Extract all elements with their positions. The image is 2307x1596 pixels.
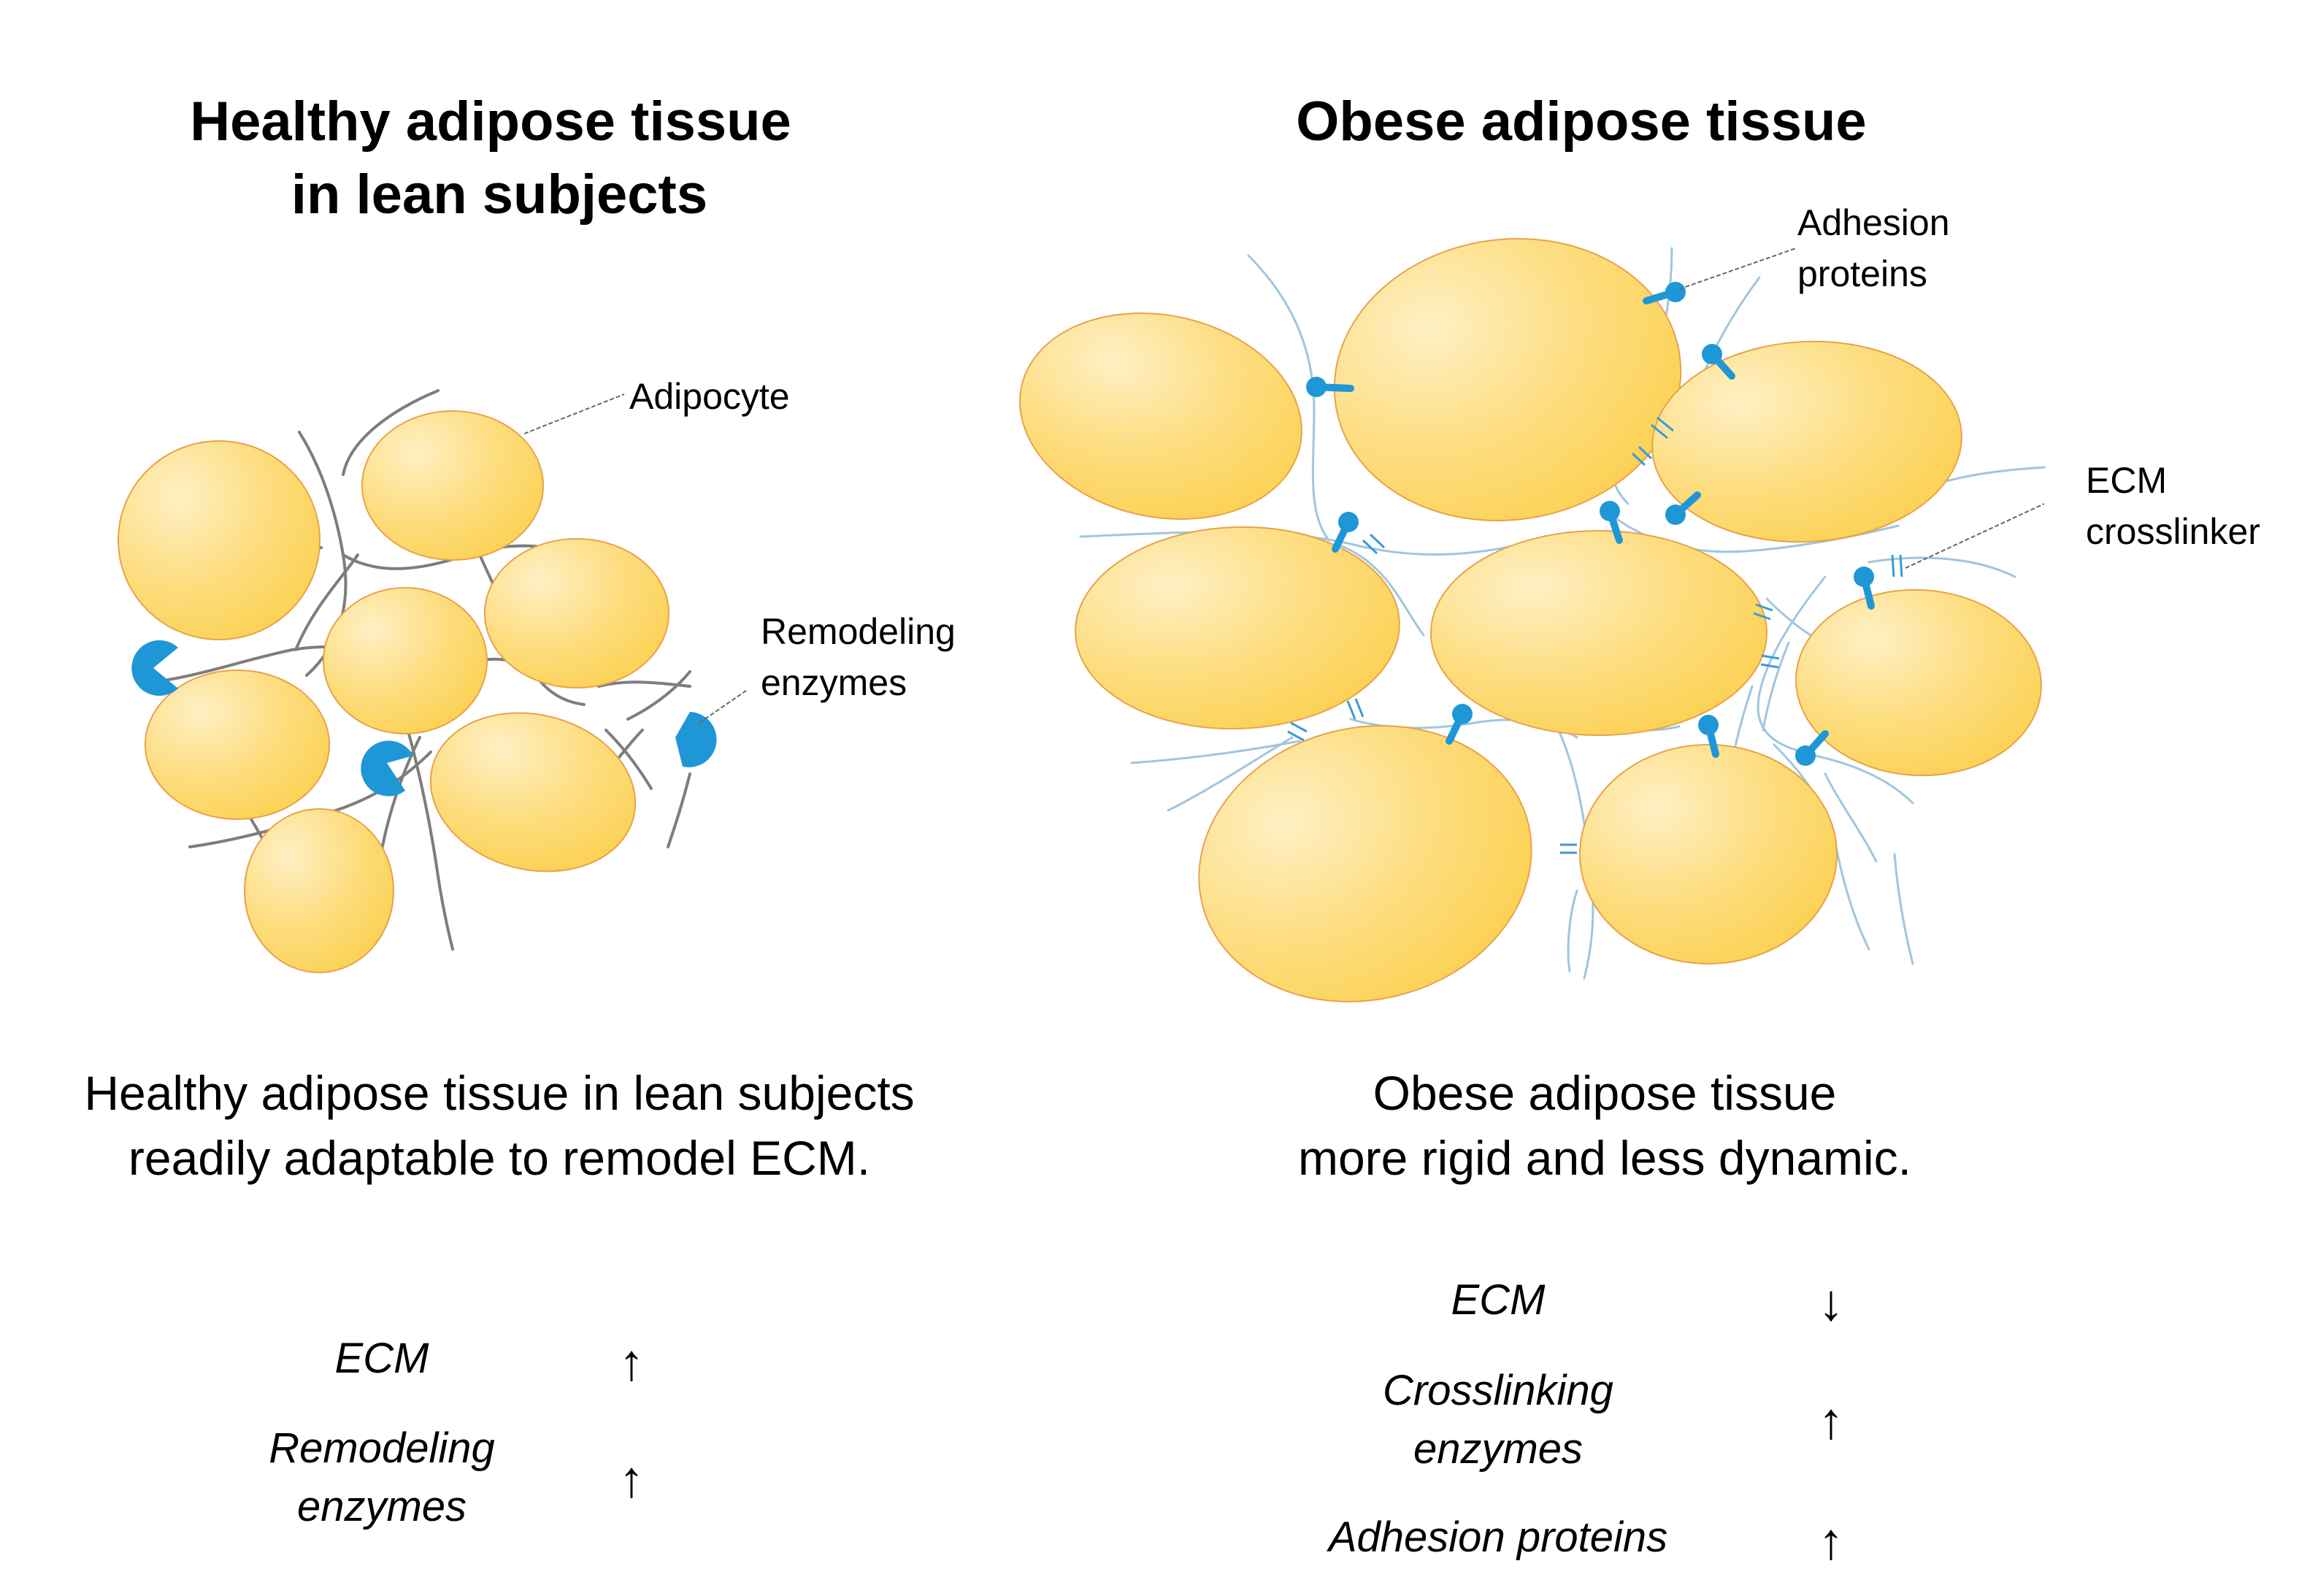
crosslinker-mark (1287, 721, 1308, 742)
left-table-remodeling-line1: Remodeling (269, 1424, 495, 1472)
crosslinker-mark (1631, 445, 1653, 467)
adipocyte-cell (118, 440, 320, 640)
left-adipocytes (118, 410, 669, 973)
enzyme-icon (361, 740, 413, 797)
right-change-table: ECM ↓ Crosslinking enzymes ↑ Adhesion pr… (1327, 1274, 1844, 1570)
adhesion-protein-mark (1854, 567, 1875, 610)
adipocyte-cell (361, 410, 544, 561)
adhesion-label-line2: proteins (1797, 253, 1927, 294)
crosslinker-label-line1: ECM (2086, 460, 2167, 501)
right-table-adhesion-label: Adhesion proteins (1327, 1513, 1667, 1561)
adhesion-label-line1: Adhesion (1797, 202, 1950, 243)
adhesion-protein-mark (1795, 730, 1829, 766)
enzyme-icon (131, 640, 178, 696)
left-panel: Healthy adipose tissue in lean subjects (84, 91, 956, 1530)
adipocyte-cell (1579, 744, 1838, 964)
adipocyte-cell (1019, 312, 1302, 520)
right-caption-line2: more rigid and less dynamic. (1298, 1131, 1911, 1185)
adhesion-protein-mark (1698, 715, 1719, 758)
left-table-remodeling-arrow: ↑ (619, 1451, 645, 1508)
left-table-ecm-label: ECM (335, 1335, 430, 1382)
right-title: Obese adipose tissue (1296, 91, 1866, 153)
right-caption-line1: Obese adipose tissue (1373, 1066, 1837, 1120)
adhesion-proteins (1306, 282, 1875, 766)
enzyme-icon (675, 712, 717, 767)
crosslinker-mark (1891, 554, 1903, 578)
right-panel: Obese adipose tissue (1019, 91, 2260, 1570)
adipocyte-cell (323, 587, 488, 734)
crosslinker-mark (1760, 654, 1780, 669)
left-leader-lines (523, 394, 747, 724)
left-table-remodeling-line2: enzymes (297, 1483, 467, 1530)
remodeling-enzymes (131, 640, 717, 797)
right-table-crosslinking-arrow: ↑ (1819, 1392, 1844, 1449)
right-table-ecm-arrow: ↓ (1819, 1274, 1844, 1331)
remodeling-label-line2: enzymes (761, 662, 907, 703)
adhesion-protein-mark (1600, 501, 1623, 544)
right-table-ecm-label: ECM (1451, 1276, 1546, 1324)
adipocyte-label: Adipocyte (629, 376, 790, 417)
remodeling-label-line1: Remodeling (761, 611, 956, 652)
adipocyte-cell (1198, 725, 1532, 1002)
adhesion-protein-mark (1332, 512, 1359, 553)
adipocyte-cell (429, 712, 637, 872)
adhesion-protein-mark (1665, 491, 1701, 525)
adipocyte-cell (1430, 530, 1767, 736)
adipocyte-cell (1333, 238, 1682, 521)
right-table-crosslinking-line1: Crosslinking (1383, 1367, 1613, 1414)
left-change-table: ECM ↑ Remodeling enzymes ↑ (269, 1334, 644, 1530)
left-title-line1: Healthy adipose tissue (190, 91, 791, 153)
ecm-crosslinkers (1287, 416, 1903, 854)
adipocyte-cell (145, 670, 330, 820)
crosslinker-mark (1753, 603, 1773, 621)
adhesion-protein-mark (1446, 704, 1473, 745)
adipocyte-cell (1075, 526, 1400, 730)
crosslinker-mark (1346, 698, 1364, 720)
adhesion-protein-mark (1306, 377, 1354, 397)
right-table-adhesion-arrow: ↑ (1819, 1513, 1844, 1570)
adhesion-protein-mark (1643, 282, 1686, 304)
right-adipocytes (1019, 238, 2042, 1002)
crosslinker-mark (1651, 416, 1674, 440)
right-leader-lines (1678, 248, 2045, 569)
adhesion-protein-mark (1702, 344, 1735, 380)
crosslinker-mark (1560, 843, 1577, 854)
left-caption-line2: readily adaptable to remodel ECM. (128, 1131, 870, 1185)
left-caption-line1: Healthy adipose tissue in lean subjects (84, 1066, 914, 1120)
crosslinker-label-line2: crosslinker (2086, 511, 2260, 552)
left-table-ecm-arrow: ↑ (619, 1334, 645, 1391)
adipocyte-cell (1795, 588, 2042, 777)
adipocyte-cell (244, 808, 394, 973)
right-table-crosslinking-line2: enzymes (1413, 1425, 1583, 1473)
left-title-line2: in lean subjects (291, 164, 707, 226)
crosslinker-mark (1362, 533, 1386, 555)
adipocyte-cell (1651, 340, 1962, 543)
adipocyte-cell (484, 538, 669, 688)
